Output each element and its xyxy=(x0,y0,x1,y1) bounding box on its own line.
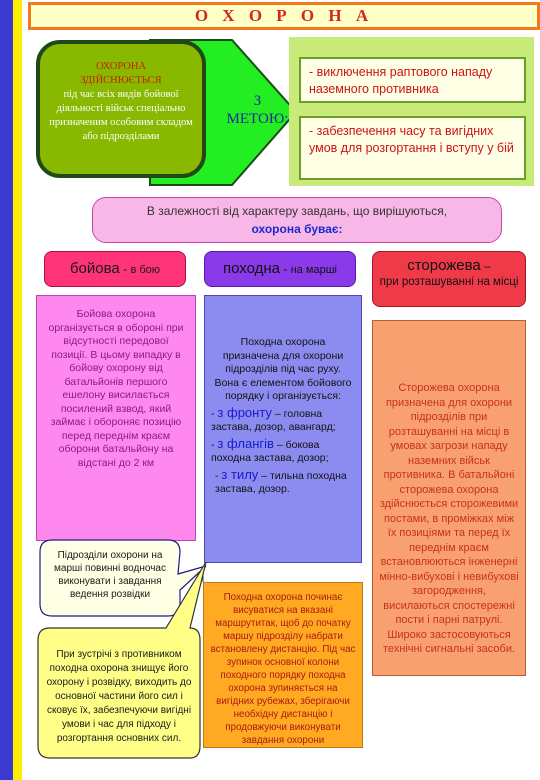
type-guard-main: сторожева xyxy=(407,257,481,274)
march-item-rear-lead: з тилу xyxy=(221,466,259,482)
march-element: Вона є елементом бойового порядку і орга… xyxy=(214,376,352,403)
march-item-front: - з фронту – головна застава, дозор, ава… xyxy=(211,404,336,434)
type-guard-sub: при розташуванні на місці xyxy=(379,276,519,288)
march-item-rear: - з тилу – тильна походна застава, дозор… xyxy=(215,466,347,496)
definition-text: під час всіх видів бойової діяльності ві… xyxy=(49,89,193,142)
purpose-label-line1: З xyxy=(253,93,262,109)
type-combat: бойова - в бою xyxy=(44,251,186,287)
page-title: О Х О Р О Н А xyxy=(28,2,540,30)
march-description: Походна охорона призначена для охорони п… xyxy=(204,295,362,563)
guard-description: Сторожева охорона призначена для охорони… xyxy=(372,320,526,676)
march-item-front-lead: з фронту xyxy=(217,404,272,420)
definition-heading-2: ЗДІЙСНЮЄТЬСЯ xyxy=(80,75,162,86)
march-start-description: Походна охорона починає висуватися на вк… xyxy=(203,582,363,748)
callout-encounter-text: При зустрічі з противником походна охоро… xyxy=(46,649,192,744)
march-item-rear-rest: тильна походна застава, дозор. xyxy=(215,469,347,496)
type-combat-sub: в бою xyxy=(130,264,161,276)
march-item-flank: - з флангів – бокова походна застава, до… xyxy=(211,435,329,465)
type-march-sep: - xyxy=(280,262,291,276)
purpose-label-line2: МЕТОЮ: xyxy=(226,111,289,127)
dependency-line1: В залежності від характеру завдань, що в… xyxy=(146,204,448,218)
purpose-label: З МЕТОЮ: xyxy=(210,92,305,128)
type-combat-sep: - xyxy=(119,262,131,276)
type-guard-sep: – xyxy=(480,259,491,273)
guard-definition-box: ОХОРОНА ЗДІЙСНЮЄТЬСЯ під час всіх видів … xyxy=(36,40,206,178)
march-item-flank-lead: з флангів xyxy=(217,435,274,451)
combat-description: Бойова охорона організується в обороні п… xyxy=(36,295,196,541)
march-intro: Походна охорона призначена для охорони п… xyxy=(222,336,344,375)
callout-recon-text: Підрозділи охорони на марші повинні водн… xyxy=(54,550,166,600)
type-combat-main: бойова xyxy=(69,260,120,277)
march-item-front-rest: головна застава, дозор, авангард; xyxy=(211,407,336,434)
type-march: походна - на марші xyxy=(204,251,356,287)
goal-item-2: - забезпечення часу та вигідних умов для… xyxy=(299,116,526,180)
callout2-bubble xyxy=(37,561,207,759)
march-item-flank-rest: бокова походна застава, дозор; xyxy=(211,438,329,465)
goal-item-1: - виключення раптового нападу наземного … xyxy=(299,57,526,103)
type-march-main: походна xyxy=(222,260,281,277)
type-guard: сторожева – при розташуванні на місці xyxy=(372,251,526,307)
definition-heading-1: ОХОРОНА xyxy=(95,61,147,72)
type-march-sub: на марші xyxy=(290,264,338,276)
dependency-line2: охорона буває: xyxy=(251,222,343,236)
dependency-banner: В залежності від характеру завдань, що в… xyxy=(92,197,502,243)
left-yellow-stripe xyxy=(13,0,22,780)
left-blue-stripe xyxy=(0,0,13,780)
callout1-bubble xyxy=(39,539,207,617)
